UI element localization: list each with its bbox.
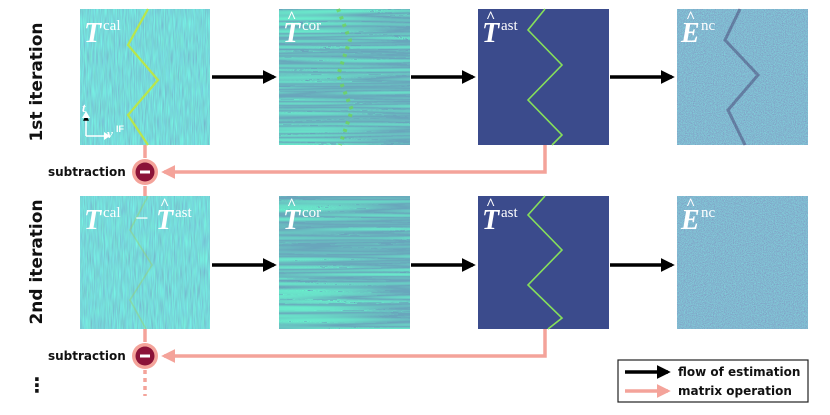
legend-matrix-label: matrix operation [678, 384, 792, 398]
hat-icon: ^ [686, 196, 695, 213]
label-symbol: T [84, 18, 103, 49]
matrix-op-1: subtraction [48, 145, 547, 199]
subtraction-label-2: subtraction [48, 349, 126, 363]
axes-inset: t ν IF [82, 100, 125, 141]
panel-t-ast-row1 [478, 8, 609, 146]
label-symbol: T [482, 18, 501, 49]
panel-t-cor-row1 [279, 8, 410, 146]
axis-nu-label: ν [107, 126, 113, 141]
panel-t-cal-minus-t-ast [80, 195, 210, 330]
label-symbol: T [283, 18, 302, 49]
legend-flow-label: flow of estimation [678, 365, 800, 379]
label-sup: ast [175, 205, 192, 221]
hat-icon: ^ [160, 196, 169, 213]
panel-e-nc-row2 [677, 196, 808, 329]
label-symbol: E [680, 205, 700, 236]
label-symbol: E [680, 18, 700, 49]
label-symbol: T [156, 205, 175, 236]
axis-nu-sub: IF [116, 124, 125, 134]
row-2: T cal − ^ T ast ^ T cor ^ T ast ^ E nc [80, 195, 808, 330]
axis-t-label: t [82, 100, 86, 115]
hat-icon: ^ [287, 9, 296, 26]
hat-icon: ^ [287, 196, 296, 213]
hat-icon: ^ [486, 9, 495, 26]
row-label-2: 2nd iteration [27, 199, 47, 324]
zigzag-track [126, 8, 160, 146]
label-sup: ast [501, 18, 518, 34]
label-sup: nc [701, 205, 716, 221]
legend: flow of estimation matrix operation [617, 359, 809, 403]
row-1: T cal ^ T cor ^ T ast ^ E nc t ν IF [80, 8, 808, 146]
panel-e-nc-row1 [677, 8, 808, 146]
hat-icon: ^ [486, 196, 495, 213]
label-symbol: T [84, 205, 103, 236]
label-op: − [135, 206, 149, 232]
label-symbol: T [283, 205, 302, 236]
matrix-op-2: subtraction [48, 329, 547, 396]
panel-t-ast-row2 [478, 195, 609, 330]
label-sup: nc [701, 18, 716, 34]
row-label-1: 1st iteration [27, 22, 47, 141]
label-sup: cal [103, 18, 120, 34]
panel-t-cor-row2 [279, 196, 410, 329]
subtraction-label-1: subtraction [48, 165, 126, 179]
panel-t-cal-row1 [80, 8, 210, 146]
hat-icon: ^ [686, 9, 695, 26]
label-sup: cor [302, 205, 321, 221]
label-sup: cor [302, 18, 321, 34]
label-symbol: T [482, 205, 501, 236]
label-sup: cal [103, 205, 120, 221]
continuation-dots: ⋮ [27, 373, 47, 397]
label-sup: ast [501, 205, 518, 221]
